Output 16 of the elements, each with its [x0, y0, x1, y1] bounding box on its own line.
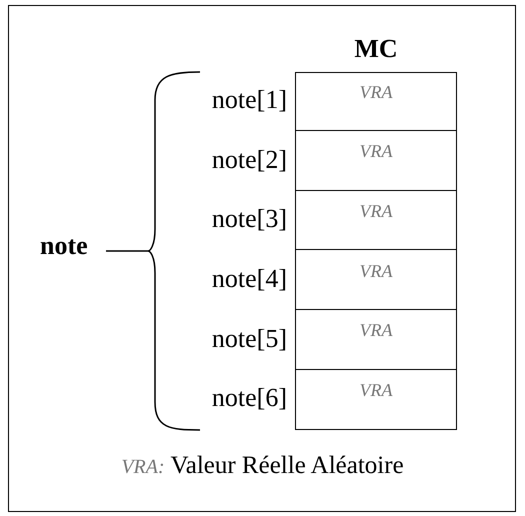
element-label: note[1]	[210, 84, 287, 115]
element-label: note[4]	[210, 264, 287, 294]
cell-value: VRA	[358, 380, 394, 401]
element-label: note[6]	[210, 383, 287, 414]
cell-value: VRA	[358, 320, 394, 342]
element-label: note[5]	[210, 324, 287, 354]
memory-array-heading: MC	[353, 34, 399, 64]
cell-value: VRA	[358, 260, 394, 282]
cell-value: VRA	[358, 82, 394, 102]
cell-value: VRA	[358, 200, 394, 222]
element-label: note[2]	[210, 144, 287, 174]
element-label: note[3]	[210, 204, 287, 234]
group-label: note	[40, 231, 88, 261]
memory-array	[295, 72, 457, 430]
cell-value: VRA	[358, 141, 394, 162]
legend-text: VRA: Valeur Réelle Aléatoire	[120, 452, 405, 480]
